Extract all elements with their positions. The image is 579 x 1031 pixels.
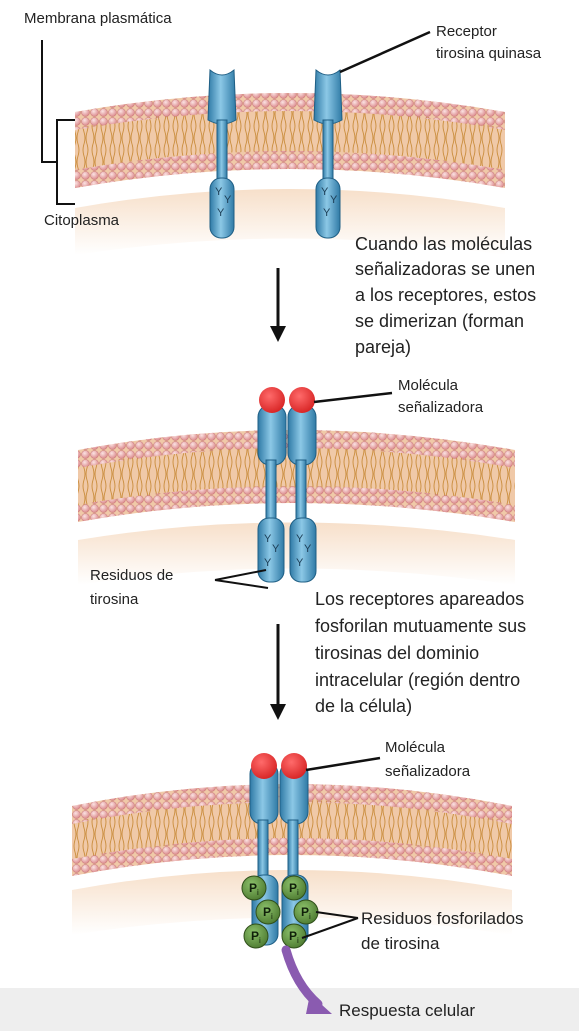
receptor-pointer (340, 32, 430, 72)
signal-pointer-2 (306, 758, 380, 770)
phospho-label-line1: Residuos fosforilados (361, 906, 524, 931)
receptor-label-line1: Receptor (436, 22, 497, 42)
phos-sub: i (309, 912, 311, 921)
signal-molecule-2b (289, 387, 315, 413)
step2-line2: fosforilan mutuamente sus (315, 614, 526, 639)
step2-line5: de la célula) (315, 694, 412, 719)
signal-label-2-line1: Molécula (385, 738, 445, 758)
step1-line3: a los receptores, estos (355, 283, 536, 308)
membrane-1 (75, 93, 505, 255)
tyr-letter: Y (224, 194, 232, 206)
tyr-letter: Y (296, 533, 304, 545)
phos-letter: P (251, 929, 259, 943)
step2-line1: Los receptores apareados (315, 587, 524, 612)
step1-line5: pareja) (355, 335, 411, 360)
cytoplasm-label: Citoplasma (44, 211, 119, 231)
phos-letter: P (249, 881, 257, 895)
step1-line4: se dimerizan (forman (355, 309, 524, 334)
arrow-down-2 (270, 624, 286, 720)
phospho-label-line2: de tirosina (361, 931, 439, 956)
phos-sub: i (257, 888, 259, 897)
receptor-label-line2: tirosina quinasa (436, 44, 541, 64)
response-arrow (286, 950, 332, 1014)
signal-pointer-1 (314, 393, 392, 402)
tyr-letter: Y (264, 533, 272, 545)
tyr-letter: Y (217, 207, 225, 219)
phos-letter: P (263, 905, 271, 919)
signal-label-1-line2: señalizadora (398, 398, 483, 418)
response-label: Respuesta celular (339, 998, 475, 1023)
phos-letter: P (289, 929, 297, 943)
phos-sub: i (259, 936, 261, 945)
signal-label-1-line1: Molécula (398, 376, 458, 396)
tyr-letter: Y (304, 543, 312, 555)
tyrosine-label-line2: tirosina (90, 590, 138, 610)
signal-label-2-line2: señalizadora (385, 762, 470, 782)
step1-line1: Cuando las moléculas (355, 232, 532, 257)
phos-sub: i (271, 912, 273, 921)
tyr-letter: Y (264, 557, 272, 569)
tyr-letter: Y (323, 207, 331, 219)
tyr-letter: Y (330, 194, 338, 206)
tyr-letter: Y (296, 557, 304, 569)
step2-line4: intracelular (región dentro (315, 668, 520, 693)
step1-line2: señalizadoras se unen (355, 257, 535, 282)
phos-sub: i (297, 888, 299, 897)
tyr-letter: Y (215, 186, 223, 198)
arrow-down-1 (270, 268, 286, 342)
tyr-letter: Y (272, 543, 280, 555)
tyrosine-label-line1: Residuos de (90, 566, 173, 586)
tyr-letter: Y (321, 186, 329, 198)
membrane-label: Membrana plasmática (24, 9, 172, 29)
membrane-bracket (42, 40, 75, 204)
signal-molecule-3a (251, 753, 277, 779)
signal-molecule-3b (281, 753, 307, 779)
phos-letter: P (301, 905, 309, 919)
signal-molecule-2a (259, 387, 285, 413)
phos-letter: P (289, 881, 297, 895)
phos-sub: i (297, 936, 299, 945)
step2-line3: tirosinas del dominio (315, 641, 479, 666)
